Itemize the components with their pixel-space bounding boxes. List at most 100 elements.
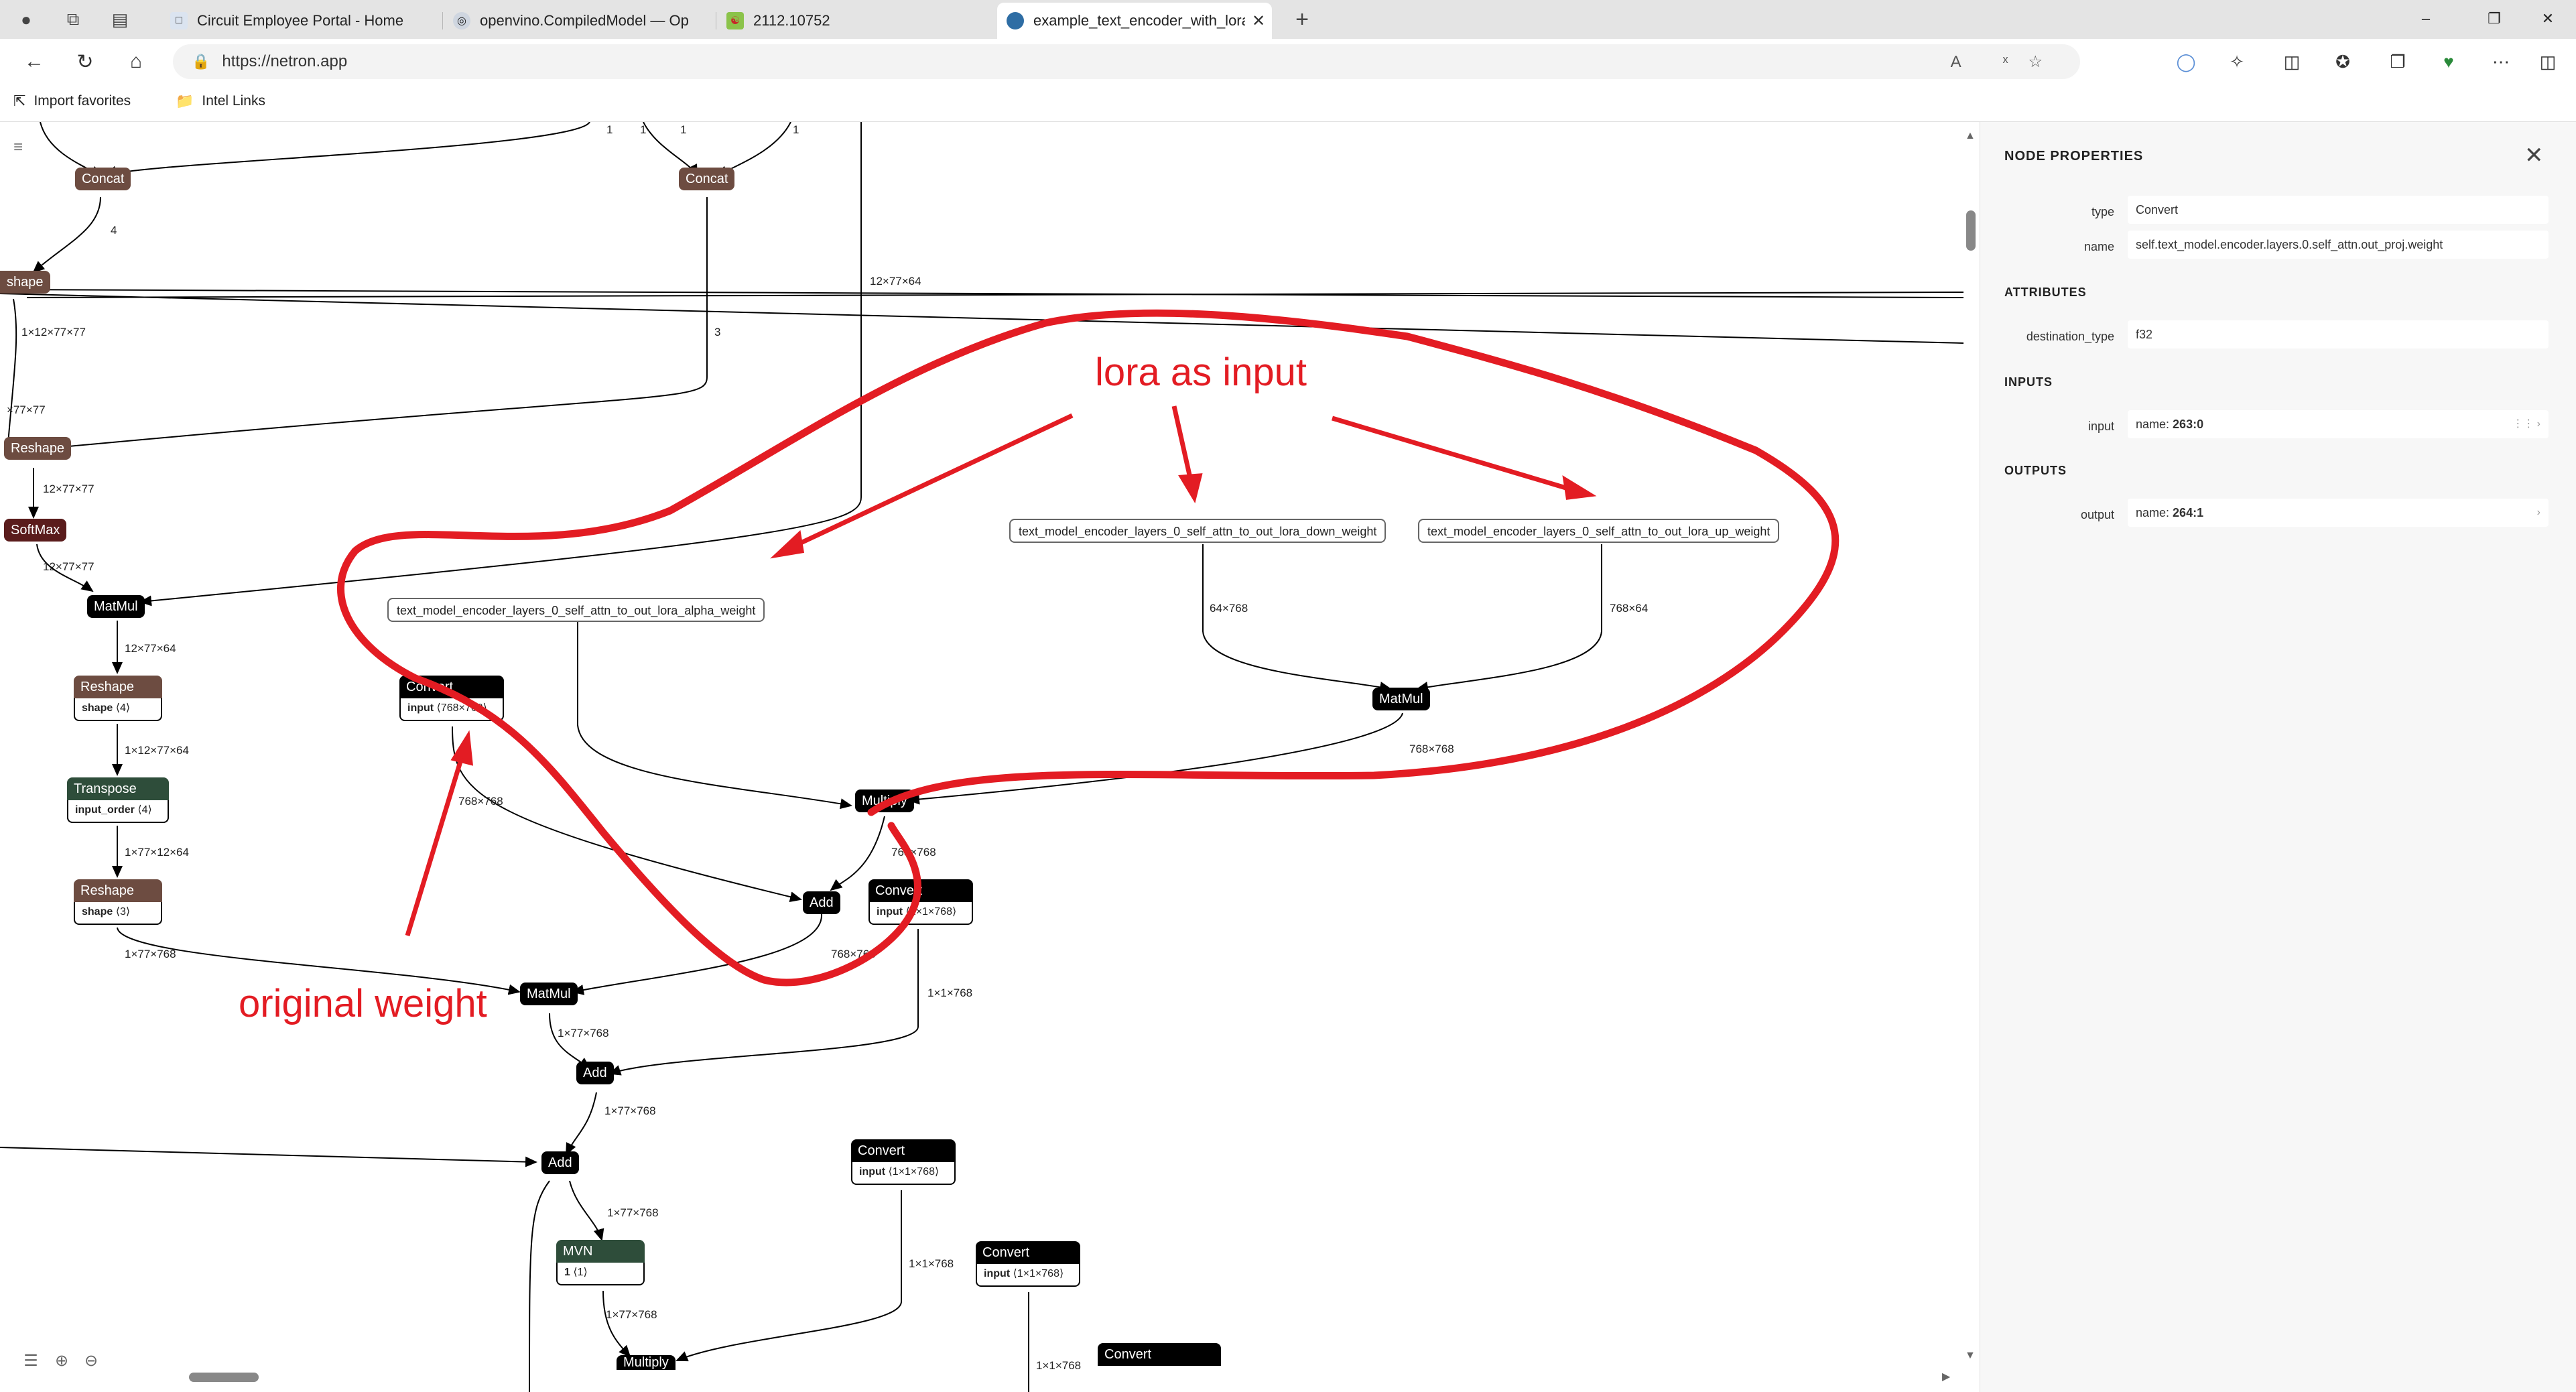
node-properties-panel: NODE PROPERTIES ✕ type Convert name self… [1980, 122, 2576, 1392]
close-tab-icon[interactable]: ✕ [1251, 11, 1266, 30]
node-convert-selected[interactable]: Convert input ⟨768×768⟩ [399, 676, 504, 721]
attributes-header: ATTRIBUTES [2004, 286, 2087, 299]
split-screen-icon[interactable]: ◫ [2283, 51, 2301, 72]
vertical-scroll-thumb[interactable] [1966, 210, 1976, 251]
node-multiply[interactable]: Multiply [617, 1355, 675, 1370]
node-reshape[interactable]: Reshape shape ⟨3⟩ [74, 879, 162, 925]
lock-icon[interactable]: 🔒 [192, 53, 210, 70]
menu-icon[interactable]: ≡ [13, 138, 23, 156]
input-label: input [2087, 420, 2114, 433]
scroll-down-icon[interactable]: ▼ [1965, 1350, 1976, 1361]
input-lora-down[interactable]: text_model_encoder_layers_0_self_attn_to… [1009, 519, 1387, 543]
tab-circuit-portal[interactable]: □ Circuit Employee Portal - Home [161, 3, 442, 39]
browser-essentials-icon[interactable]: ♥ [2443, 51, 2454, 72]
edge-label: 64×768 [1210, 602, 1248, 615]
profile-icon[interactable]: ● [21, 9, 31, 29]
node-transpose[interactable]: Transpose input_order ⟨4⟩ [67, 777, 169, 823]
expand-icon[interactable]: ⋮⋮ › [2512, 418, 2540, 430]
horizontal-scroll-thumb[interactable] [189, 1373, 259, 1382]
edge-label: 1×1×768 [909, 1257, 954, 1270]
node-convert[interactable]: Convert input ⟨1×1×768⟩ [868, 879, 973, 925]
tab-bar: ● ⧉ ▤ □ Circuit Employee Portal - Home ◎… [0, 0, 2576, 39]
node-multiply[interactable]: Multiply [855, 789, 914, 812]
tab-netron-active[interactable]: example_text_encoder_with_lora ✕ [997, 3, 1272, 39]
netron-icon [1007, 12, 1024, 29]
workspaces-icon[interactable]: ⧉ [66, 9, 80, 29]
node-reshape[interactable]: Reshape shape ⟨4⟩ [74, 676, 162, 721]
zoom-out-icon[interactable]: ⊖ [84, 1351, 99, 1370]
import-favorites-link[interactable]: ⇱ Import favorites [13, 92, 131, 109]
edge-label: 1 [793, 123, 799, 136]
edge-label: 4 [111, 224, 117, 237]
sidebar-toggle-icon[interactable]: ◫ [2539, 51, 2557, 72]
node-softmax[interactable]: SoftMax [4, 519, 67, 542]
node-reshape[interactable]: Reshape [4, 437, 72, 460]
node-matmul[interactable]: MatMul [1372, 688, 1430, 710]
node-convert[interactable]: Convert input ⟨1×1×768⟩ [976, 1241, 1080, 1287]
edge-label: 1×77×768 [125, 948, 176, 960]
tab-actions-icon[interactable]: ▤ [111, 9, 129, 29]
close-window-icon[interactable]: ✕ [2541, 10, 2555, 27]
extensions-icon[interactable]: ✧ [2230, 51, 2244, 72]
node-mvn[interactable]: MVN 1 ⟨1⟩ [556, 1240, 645, 1285]
scroll-up-icon[interactable]: ▲ [1965, 130, 1976, 141]
favorite-star-icon[interactable]: ☆ [2028, 52, 2063, 71]
edge-label: 768×768 [831, 948, 876, 960]
graph-canvas[interactable]: 1 1 1 1 4 12×77×64 1×12×77×77 3 ×77×77 1… [0, 122, 1980, 1392]
annotation-original-weight: original weight [239, 982, 487, 1025]
edge-label: 12×77×77 [43, 560, 94, 573]
node-add[interactable]: Add [803, 891, 840, 914]
tab-openvino[interactable]: ◎ openvino.CompiledModel — Op [444, 3, 716, 39]
refresh-icon[interactable]: ↻ [76, 50, 94, 73]
address-bar[interactable]: 🔒 https://netron.app A ˣ☆ [173, 44, 2080, 79]
node-add[interactable]: Add [541, 1151, 579, 1174]
node-convert[interactable]: Convert [1098, 1343, 1221, 1366]
node-matmul[interactable]: MatMul [520, 983, 578, 1005]
node-convert[interactable]: Convert input ⟨1×1×768⟩ [851, 1139, 956, 1185]
new-tab-button[interactable]: + [1295, 6, 1309, 32]
input-value[interactable]: name: 263:0 ⋮⋮ › [2128, 410, 2549, 438]
edge-label: 12×77×64 [125, 642, 176, 655]
edge-label: 1×77×12×64 [125, 846, 189, 859]
favorites-icon[interactable]: ✪ [2335, 51, 2350, 72]
list-view-icon[interactable]: ☰ [23, 1351, 38, 1370]
type-value: Convert [2128, 196, 2549, 224]
read-aloud-icon[interactable]: A ˣ [1950, 52, 2028, 71]
zoom-in-icon[interactable]: ⊕ [54, 1351, 69, 1370]
edge-label: 1×12×77×77 [21, 326, 86, 338]
expand-icon[interactable]: › [2536, 507, 2540, 518]
vertical-scrollbar[interactable]: ▲ ▼ [1963, 130, 1977, 1370]
destination-type-label: destination_type [2026, 330, 2114, 343]
home-icon[interactable]: ⌂ [129, 50, 143, 72]
node-concat[interactable]: Concat [679, 168, 735, 190]
import-icon: ⇱ [13, 92, 26, 109]
close-icon[interactable]: ✕ [2524, 143, 2544, 168]
intel-links-folder[interactable]: 📁 Intel Links [176, 92, 265, 109]
back-icon[interactable]: ← [24, 50, 44, 72]
graph-edges [0, 122, 1964, 1392]
node-reshape[interactable]: shape [0, 271, 50, 294]
node-concat[interactable]: Concat [75, 168, 131, 190]
edge-label: 768×768 [458, 795, 503, 808]
tab-arxiv[interactable]: ☯ 2112.10752 [717, 3, 996, 39]
edge-label: 1×1×768 [1036, 1359, 1082, 1372]
output-value[interactable]: name: 264:1 › [2128, 499, 2549, 527]
more-menu-icon[interactable]: ⋯ [2492, 51, 2510, 72]
destination-type-value: f32 [2128, 320, 2549, 349]
node-add[interactable]: Add [576, 1062, 614, 1084]
restore-icon[interactable]: ❐ [2488, 10, 2501, 27]
horizontal-scrollbar[interactable]: ▶ [0, 1367, 1963, 1387]
edge-label: 1 [680, 123, 687, 136]
input-lora-alpha[interactable]: text_model_encoder_layers_0_self_attn_to… [387, 598, 765, 622]
minimize-icon[interactable]: – [2421, 10, 2431, 27]
node-matmul[interactable]: MatMul [87, 595, 145, 618]
edge-label: 3 [714, 326, 721, 338]
edge-label: 1×77×768 [606, 1308, 657, 1321]
scroll-right-icon[interactable]: ▶ [1942, 1371, 1951, 1383]
url-text[interactable]: https://netron.app [222, 52, 348, 70]
collections-icon[interactable]: ❐ [2390, 51, 2406, 72]
input-lora-up[interactable]: text_model_encoder_layers_0_self_attn_to… [1418, 519, 1780, 543]
extension-circle-icon[interactable]: ◯ [2176, 51, 2196, 72]
openvino-icon: ◎ [453, 12, 470, 29]
annotation-lora-as-input: lora as input [1095, 351, 1307, 394]
